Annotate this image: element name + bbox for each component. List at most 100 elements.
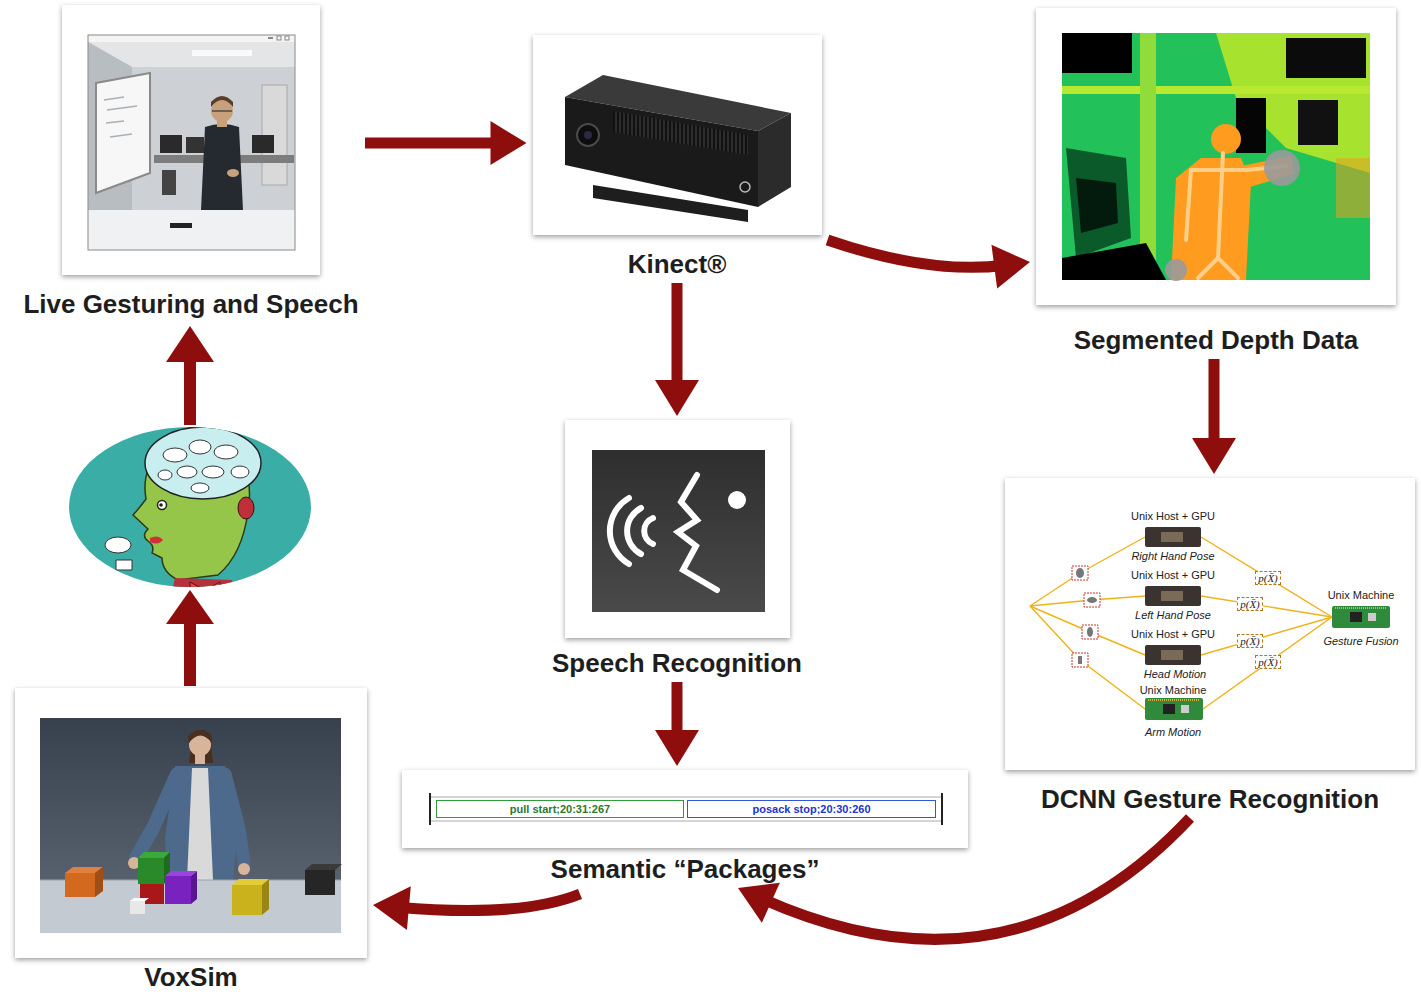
thinking-head-illustration-part [159, 503, 163, 507]
depth-image-part [1062, 86, 1370, 94]
depth-image [1036, 8, 1396, 305]
network-diagram-part [1161, 591, 1183, 601]
depth-image-part [1198, 258, 1238, 278]
picture-frame: pull start;20:31:267posack stop;20:30:26… [402, 770, 968, 848]
network-diagram-part [1082, 625, 1098, 639]
depth-image-part [1264, 150, 1300, 186]
component-label: Right Hand Pose [1131, 550, 1214, 563]
voxsim-scene-part [191, 871, 197, 904]
live-photo-part [96, 73, 150, 193]
speech-icon-part [609, 498, 628, 564]
package-bar-part [941, 793, 943, 825]
speech-icon-part [678, 475, 717, 590]
depth-image-part [1216, 33, 1370, 173]
thinking-head-illustration-part [158, 501, 167, 510]
voxsim-scene-part [95, 867, 103, 897]
picture-frame [533, 35, 822, 235]
picture-frame [565, 420, 790, 638]
network-diagram-part [1368, 613, 1376, 621]
kinect-device-part [758, 113, 791, 207]
arrowhead [491, 121, 527, 165]
voxsim-scene-part [262, 879, 269, 915]
thinking-head-illustration-part [145, 427, 261, 499]
voxsim-scene-part [232, 885, 262, 915]
depth-image-part [1066, 148, 1131, 258]
thinking-head-illustration-part [177, 466, 197, 478]
thinking-head-illustration-part [214, 445, 238, 459]
depth-image-part [1186, 170, 1191, 240]
arrow-shaft [828, 240, 1006, 267]
component-label: Unix Host + GPU [1131, 510, 1215, 523]
data-box: Segmented Depth Data [1034, 8, 1398, 355]
thinking-head-illustration-part [170, 578, 238, 600]
component-label: Gesture Fusion [1323, 635, 1398, 648]
component-label: Arm Motion [1145, 726, 1201, 739]
live-photo-part [88, 35, 295, 42]
component-label: Unix Host + GPU [1131, 569, 1215, 582]
live-photo-part [88, 35, 295, 250]
voxsim-scene-part [40, 718, 341, 880]
component-label: Unix Machine [1140, 684, 1207, 697]
depth-image-part [1286, 38, 1366, 78]
thinking-head-illustration-part [116, 560, 132, 570]
network-diagram-part [1148, 699, 1200, 701]
depth-image-part [1336, 158, 1370, 218]
kinect-device-part [565, 97, 758, 207]
thinking-head-illustration-part [166, 590, 214, 624]
thinking-head-illustration-part [189, 440, 211, 454]
thinking-head-illustration-part [238, 497, 254, 519]
flow-arrow [373, 886, 580, 930]
voxsim-scene-part [65, 873, 95, 897]
depth-image-part [1211, 124, 1241, 154]
voxsim-scene-part [238, 863, 250, 875]
node-label: VoxSim [144, 962, 237, 992]
thinking-head-illustration-part [163, 448, 187, 462]
arrowhead [655, 380, 699, 416]
probability-label: p(X̄) [1255, 571, 1281, 585]
live-photo-part [201, 124, 243, 210]
depth-image-part [1298, 100, 1338, 145]
thinking-head-illustration-part [158, 470, 172, 480]
node-label: Segmented Depth Data [1074, 325, 1359, 355]
thinking-head-illustration-part [166, 326, 214, 362]
thinking-head-illustration-part [202, 466, 224, 478]
network-diagram-part [1163, 704, 1175, 714]
arrowhead [1192, 438, 1236, 474]
depth-image-part [1062, 33, 1370, 280]
voxsim-scene-part [165, 876, 191, 904]
flow-arrow [365, 121, 527, 165]
network-diagram-part [1201, 617, 1332, 655]
kinect-device [533, 35, 822, 235]
thinking-head-illustration-part [190, 582, 220, 598]
speech-icon-part [609, 475, 716, 590]
network-diagram-part [1030, 537, 1332, 709]
live-photo-part [104, 97, 137, 137]
network-diagram-part [1145, 698, 1203, 720]
voxsim-scene-part [130, 901, 145, 914]
thinking-head-illustration-part [231, 466, 249, 478]
thinking-head-illustration-part [191, 483, 209, 493]
node-label: Live Gesturing and Speech [23, 289, 358, 319]
live-photo-part [268, 37, 273, 39]
live-photo-part [192, 50, 252, 56]
voxsim-scene-part [187, 768, 213, 880]
thinking-head-illustration-part [150, 536, 163, 543]
arrow-shaft [1209, 359, 1220, 449]
network-diagram-part [1203, 617, 1332, 709]
kinect-device-part [584, 131, 592, 139]
flow-arrow [655, 283, 699, 416]
output-box: pull start;20:31:267posack stop;20:30:26… [400, 770, 970, 884]
voxsim-scene-part [225, 774, 244, 864]
speech-icon-part [627, 508, 641, 554]
voxsim-scene-part [305, 864, 342, 870]
arrowhead [655, 730, 699, 766]
network-diagram-part [1072, 566, 1088, 580]
kinect-device-part [577, 124, 599, 146]
voxsim-scene-part [189, 730, 213, 763]
node-label: Speech Recognition [552, 648, 802, 678]
thinking-head-illustration-part [184, 358, 196, 425]
network-diagram-part [1335, 607, 1387, 609]
live-photo-part [227, 169, 239, 177]
speech-icon-part [644, 518, 653, 544]
